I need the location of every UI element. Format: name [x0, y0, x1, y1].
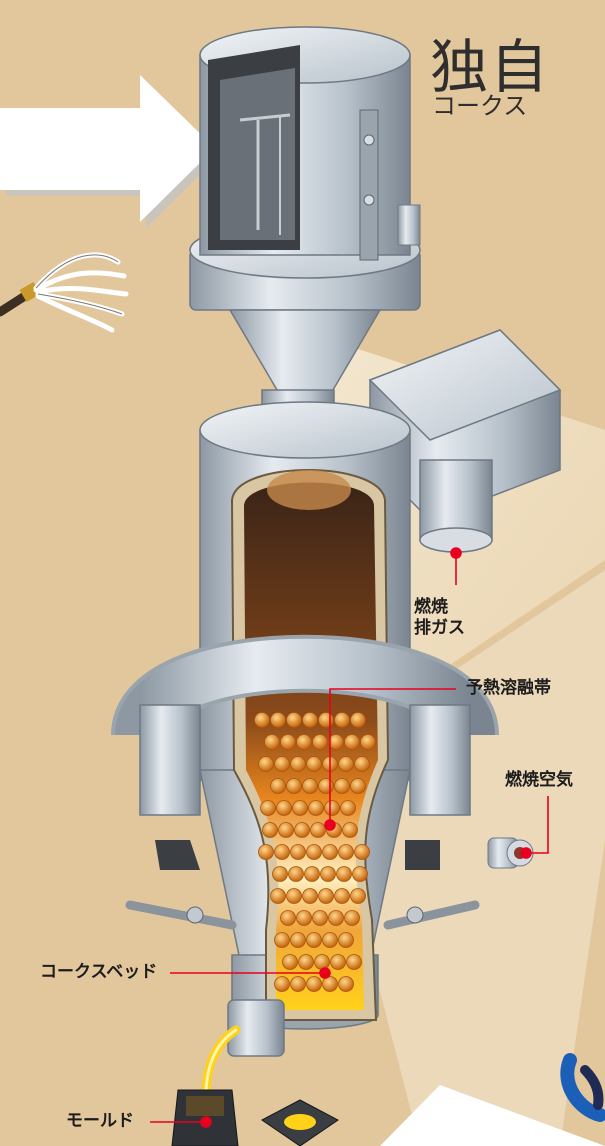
coke-pebble	[344, 734, 360, 750]
coke-pebble	[350, 778, 366, 794]
coke-pebble	[334, 712, 350, 728]
label-preheat-melting-zone: 予熱溶融帯	[466, 678, 551, 698]
coke-pebble	[334, 888, 350, 904]
coke-pebble	[336, 866, 352, 882]
mold-icon	[171, 1089, 339, 1146]
coke-pebble	[294, 822, 310, 838]
coke-pebble	[258, 844, 274, 860]
coke-pebble	[322, 976, 338, 992]
label-coke-bed: コークスベッド	[40, 962, 158, 982]
coke-pebble	[350, 888, 366, 904]
coke-pebble	[334, 778, 350, 794]
coke-pebble	[338, 844, 354, 860]
label-mold: モールド	[66, 1111, 134, 1131]
coke-pebble	[272, 866, 288, 882]
exhaust-duct	[368, 329, 562, 553]
coke-pebble	[262, 822, 278, 838]
coke-pebble	[260, 800, 276, 816]
coke-pebble	[306, 844, 322, 860]
label-exhaust-gas-line2: 排ガス	[414, 618, 465, 639]
coke-pebble	[306, 756, 322, 772]
coke-pebble	[298, 954, 314, 970]
coke-pebble	[314, 954, 330, 970]
coke-pebble	[322, 844, 338, 860]
coke-pebble	[276, 800, 292, 816]
wire-bundle-icon	[0, 252, 129, 333]
headline-title: 独自	[430, 33, 551, 101]
coke-pebble	[286, 778, 302, 794]
coke-pebble	[320, 866, 336, 882]
coke-pebble	[338, 932, 354, 948]
coke-pebble	[302, 888, 318, 904]
coke-pebble	[344, 910, 360, 926]
label-combustion-air: 燃焼空気	[505, 770, 573, 790]
coke-pebble	[290, 756, 306, 772]
coke-pebble	[258, 756, 274, 772]
coke-pebble	[342, 822, 358, 838]
top-hopper	[189, 26, 421, 451]
coke-pebble	[330, 954, 346, 970]
coke-pebble	[296, 910, 312, 926]
coke-pebble	[308, 800, 324, 816]
coke-pebble	[354, 756, 370, 772]
coke-pebble	[274, 756, 290, 772]
coke-pebble	[274, 932, 290, 948]
coke-pebble	[328, 734, 344, 750]
coke-pebble	[352, 866, 368, 882]
coke-pebble	[282, 954, 298, 970]
coke-pebble	[286, 712, 302, 728]
coke-pebble	[304, 866, 320, 882]
coke-pebble	[292, 800, 308, 816]
label-exhaust-gas-line1: 燃焼	[414, 597, 448, 617]
coke-pebble	[322, 932, 338, 948]
coke-pebble	[346, 954, 362, 970]
coke-pebble	[324, 800, 340, 816]
bottom-arrow	[380, 1085, 605, 1146]
coke-pebble	[338, 756, 354, 772]
tuyere-ring	[111, 634, 534, 930]
coke-pebble	[312, 734, 328, 750]
coke-pebble	[274, 844, 290, 860]
coke-pebble	[280, 910, 296, 926]
coke-pebble	[318, 888, 334, 904]
coke-pebble	[350, 712, 366, 728]
coke-pebble	[286, 888, 302, 904]
coke-pebble	[312, 910, 328, 926]
coke-pebble	[270, 888, 286, 904]
headline-subtitle: コークス	[432, 92, 528, 120]
coke-pebble	[360, 734, 376, 750]
coke-pebble	[254, 712, 270, 728]
coke-pebble	[288, 866, 304, 882]
coke-pebble	[302, 778, 318, 794]
coke-pebble	[290, 976, 306, 992]
coke-pebble	[274, 976, 290, 992]
coke-pebble	[290, 932, 306, 948]
coke-pebble	[306, 932, 322, 948]
coke-pebble	[264, 734, 280, 750]
coke-pebble	[306, 976, 322, 992]
coke-pebble	[302, 712, 318, 728]
coke-pebble	[318, 778, 334, 794]
coke-pebble	[310, 822, 326, 838]
feed-arrow	[0, 75, 221, 228]
coke-pebble	[280, 734, 296, 750]
coke-pebble	[340, 800, 356, 816]
spout	[201, 999, 285, 1095]
coke-pebble	[318, 712, 334, 728]
coke-pebble	[270, 712, 286, 728]
coke-pebble	[338, 976, 354, 992]
logo-mark	[560, 1053, 605, 1122]
coke-pebble	[270, 778, 286, 794]
coke-pebble	[290, 844, 306, 860]
coke-pebble	[278, 822, 294, 838]
label-exhaust-gas: 燃焼 排ガス	[414, 597, 465, 640]
coke-pebble	[296, 734, 312, 750]
coke-pebble	[354, 844, 370, 860]
coke-pebble	[328, 910, 344, 926]
leader-lines	[150, 547, 549, 1128]
